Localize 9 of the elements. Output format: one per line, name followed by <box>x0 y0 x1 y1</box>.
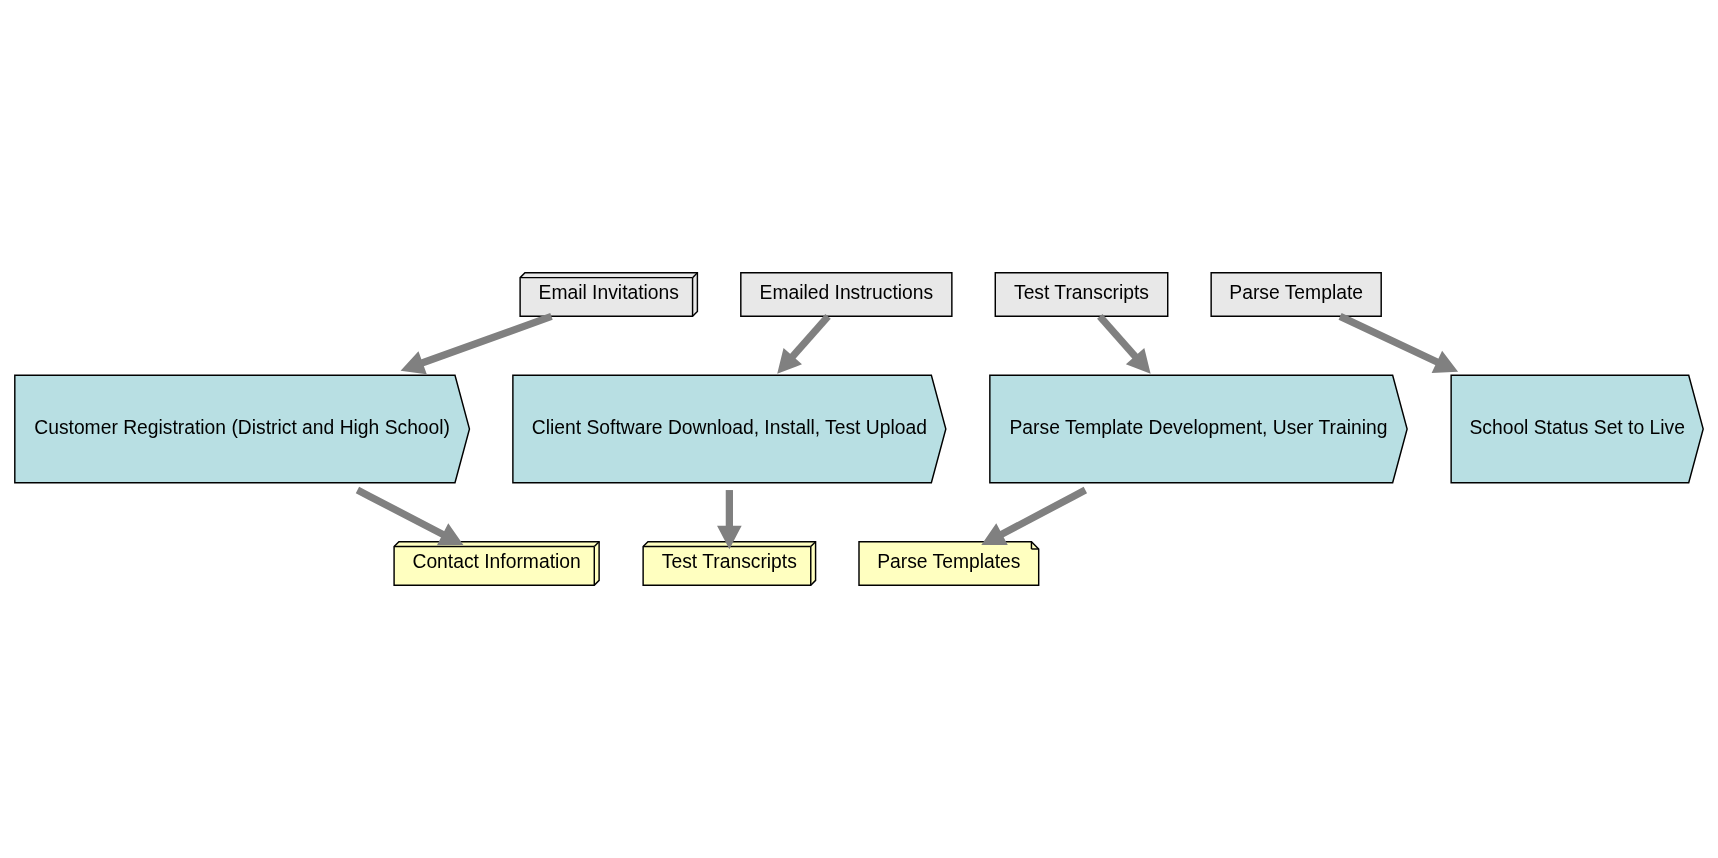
node-box: Test Transcripts <box>994 272 1169 317</box>
arrow <box>1338 313 1459 373</box>
arrow <box>981 486 1088 546</box>
arrow <box>777 313 831 374</box>
arrow <box>1097 313 1151 374</box>
node-box: Parse Template <box>1210 272 1382 317</box>
arrow <box>400 312 553 375</box>
node-box: Emailed Instructions <box>740 272 953 317</box>
arrow <box>355 486 464 546</box>
